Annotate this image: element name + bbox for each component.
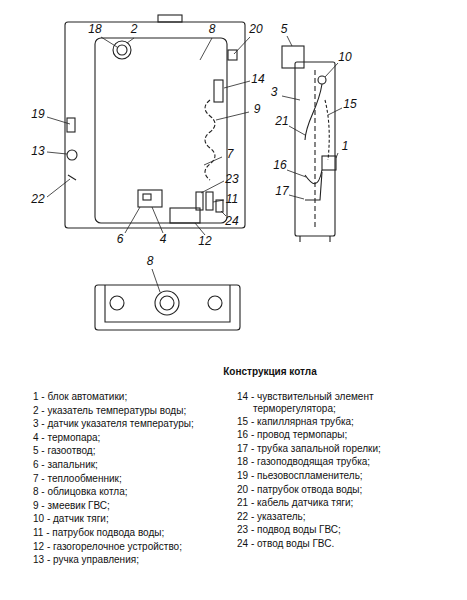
dhw-inlet-pipe: [196, 192, 203, 210]
thermostat-sensor: [214, 80, 223, 102]
callout-number: 24: [224, 215, 239, 229]
legend-item: 1 - блок автоматики;: [33, 391, 127, 403]
automatic-unit: [322, 156, 336, 170]
callout-number: 23: [224, 173, 239, 187]
legend-item: 17 - трубка запальной горелки;: [237, 443, 381, 455]
piezo-igniter: [67, 118, 75, 132]
draft-cable: [305, 84, 322, 140]
flue-hole-inner: [160, 296, 174, 310]
bottom-outline: [95, 285, 240, 330]
pilot-box: [138, 190, 162, 207]
leader-lines: [47, 36, 342, 292]
capillary-tube: [325, 100, 329, 160]
callout-number: 11: [225, 193, 239, 207]
legend-item: 12 - газогорелочное устройство;: [33, 541, 182, 553]
callout-number: 20: [248, 23, 263, 37]
legend-item: 16 - провод термопары;: [237, 429, 347, 441]
legend-item: 24 - отвод воды ГВС.: [237, 538, 334, 550]
legend-item: 11 - патрубок подвода воды;: [33, 527, 164, 539]
pilot-tube: [305, 172, 322, 200]
legend-item: 9 - змеевик ГВС;: [33, 500, 110, 512]
pilot-window: [143, 194, 151, 200]
legend-item: 4 - термопара;: [33, 432, 100, 444]
callout-number: 2: [130, 23, 139, 37]
side-casing: [295, 62, 335, 236]
callout-number: 9: [253, 103, 262, 117]
callout-number: 16: [272, 159, 287, 173]
callout-number: 17: [274, 185, 289, 199]
water-outlet-fitting: [228, 50, 237, 60]
draft-sensor: [318, 76, 326, 84]
thermocouple-wire: [305, 170, 322, 184]
temperature-gauge: [113, 41, 131, 59]
casing-outline: [65, 22, 245, 228]
control-knob: [67, 150, 77, 160]
callout-number: 14: [250, 73, 265, 87]
callout-number: 21: [274, 115, 289, 129]
legend-item: 13 - ручка управления;: [33, 554, 139, 566]
legend-item: 8 - облицовка котла;: [33, 486, 128, 498]
callout-number: 15: [342, 98, 357, 112]
bottom-inner: [105, 285, 230, 322]
legend-item: 10 - датчик тяги;: [33, 513, 109, 525]
callout-number: 13: [30, 145, 45, 159]
flue-box: [282, 46, 304, 68]
heat-exchanger-panel: [95, 38, 227, 223]
legend-item: 19 - пьезовоспламенитель;: [237, 470, 363, 482]
callout-number: 1: [341, 140, 350, 154]
dhw-coil: [205, 100, 215, 180]
legend-item: 6 - запальник;: [33, 459, 98, 471]
callout-number: 18: [87, 23, 102, 37]
callout-number: 7: [226, 148, 235, 162]
fitting-hole: [208, 296, 222, 310]
callout-number: 22: [30, 193, 45, 207]
legend-item: 3 - датчик указателя температуры;: [33, 418, 194, 430]
legend-item: 14 - чувствительный элемент терморегулят…: [237, 391, 443, 414]
legend-item: 7 - теплообменник;: [33, 473, 122, 485]
title: Конструкция котла: [223, 366, 317, 377]
callout-number: 5: [280, 23, 289, 37]
water-inlet-pipe: [206, 192, 213, 210]
legend-item: 2 - указатель температуры воды;: [33, 405, 186, 417]
callout-number: 3: [270, 86, 279, 100]
legend-item: 21 - кабель датчика тяги;: [237, 497, 353, 509]
legend-item: 20 - патрубок отвода воды;: [237, 484, 362, 496]
dhw-outlet-pipe: [216, 200, 223, 212]
callout-number: 19: [30, 108, 45, 122]
temperature-gauge-inner: [117, 45, 127, 55]
callout-number: 8: [146, 255, 155, 269]
legend-item: 5 - газоотвод;: [33, 445, 95, 457]
callout-number: 8: [208, 23, 217, 37]
legend-item: 18 - газоподводящая трубка;: [237, 456, 370, 468]
callout-number: 10: [337, 51, 352, 65]
inner-line: [314, 70, 315, 228]
flue-hole: [155, 291, 179, 315]
callout-number: 4: [159, 233, 168, 247]
callout-number: 6: [116, 233, 125, 247]
fitting-hole: [110, 296, 124, 310]
flue-stub: [158, 15, 182, 22]
foot: [329, 236, 330, 242]
legend-item: 23 - подвод воды ГВС;: [237, 524, 341, 536]
legend-item: 22 - указатель;: [237, 511, 306, 523]
legend-item: 15 - капиллярная трубка;: [237, 416, 354, 428]
callout-number: 12: [197, 235, 212, 249]
foot: [299, 236, 300, 242]
